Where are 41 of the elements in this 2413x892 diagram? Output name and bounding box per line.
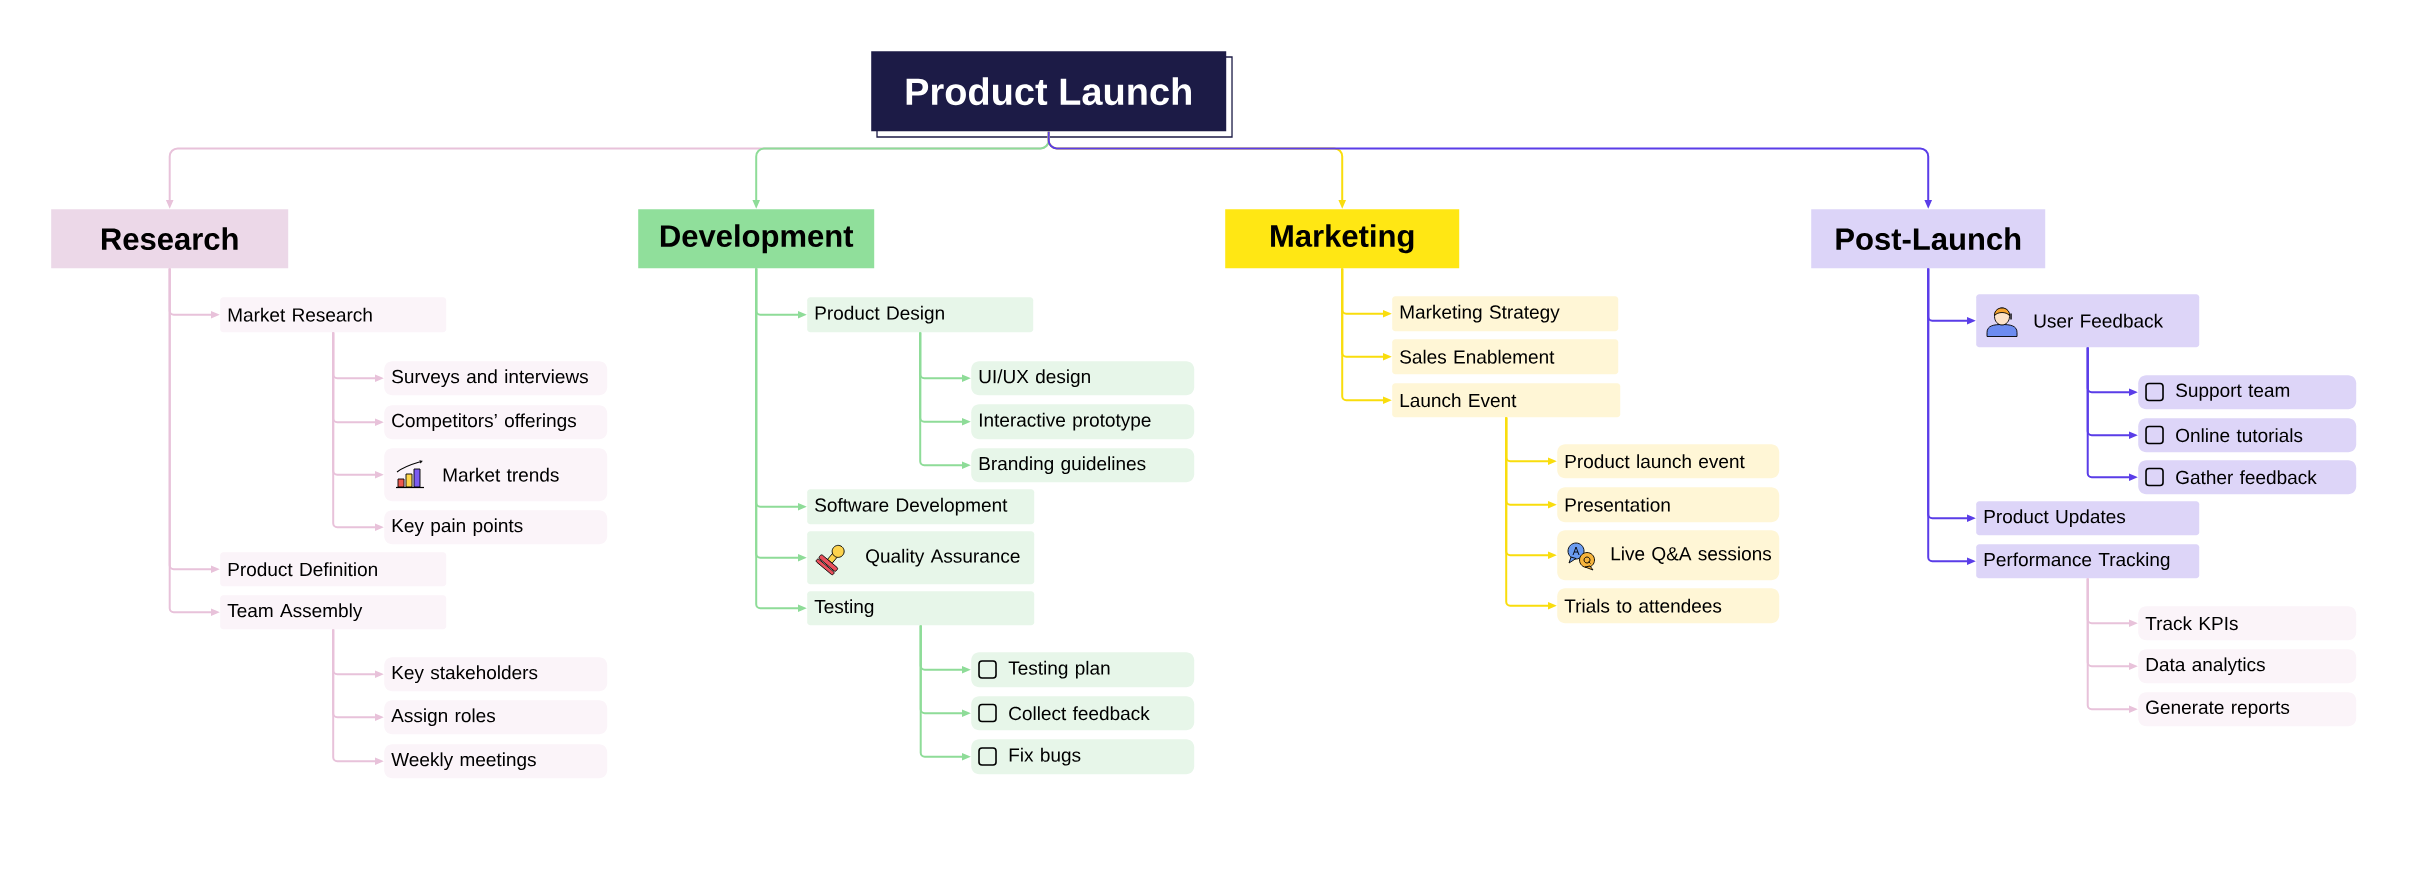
subtopic-box: Online tutorials: [2138, 418, 2357, 453]
subtopic-box: Live Q&A sessions: [1557, 530, 1780, 581]
subtopic-box: Product launch event: [1557, 444, 1780, 479]
topic-box: Software Development: [807, 489, 1035, 525]
subtopic-box: Surveys and interviews: [384, 361, 608, 396]
subtopic-box: Fix bugs: [971, 739, 1195, 775]
topic-box: Testing: [807, 591, 1035, 626]
branch-box: Development: [638, 209, 875, 269]
subtopic-box: Assign roles: [384, 700, 608, 735]
subtopic-box: UI/UX design: [971, 361, 1195, 396]
topic-box: Product Definition: [220, 552, 447, 587]
branch-box: Research: [51, 209, 289, 269]
subtopic-box: Testing plan: [971, 652, 1195, 688]
subtopic-box: Collect feedback: [971, 696, 1195, 731]
topic-box: Sales Enablement: [1392, 339, 1619, 375]
subtopic-box: Market trends: [384, 448, 608, 502]
subtopic-box: Branding guidelines: [971, 448, 1195, 483]
topic-box: User Feedback: [1976, 294, 2200, 348]
subtopic-box: Key pain points: [384, 510, 608, 545]
topic-box: Marketing Strategy: [1392, 296, 1619, 332]
topic-box: Performance Tracking: [1976, 544, 2200, 579]
topic-box: Product Updates: [1976, 501, 2200, 536]
branch-box: Marketing: [1225, 209, 1460, 269]
branch-box: Post-Launch: [1811, 209, 2046, 269]
topic-box: Launch Event: [1392, 383, 1621, 418]
subtopic-box: Trials to attendees: [1557, 588, 1780, 624]
topic-box: Product Design: [807, 297, 1034, 333]
subtopic-box: Weekly meetings: [384, 744, 608, 779]
subtopic-box: Interactive prototype: [971, 404, 1195, 440]
subtopic-box: Track KPIs: [2138, 606, 2357, 641]
subtopic-box: Presentation: [1557, 487, 1780, 523]
subtopic-box: Competitors’ offerings: [384, 405, 608, 440]
subtopic-box: Key stakeholders: [384, 657, 608, 692]
topic-box: Team Assembly: [220, 595, 447, 630]
subtopic-box: Data analytics: [2138, 649, 2357, 684]
subtopic-box: Generate reports: [2138, 692, 2357, 727]
topic-box: Quality Assurance: [807, 531, 1035, 585]
subtopic-box: Support team: [2138, 375, 2357, 410]
root-box: Product Launch: [871, 51, 1233, 138]
subtopic-box: Gather feedback: [2138, 460, 2357, 495]
topic-box: Market Research: [220, 297, 447, 333]
